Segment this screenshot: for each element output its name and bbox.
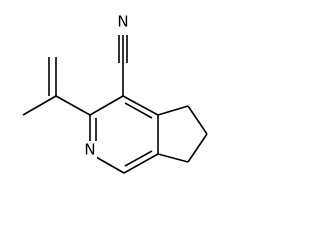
chemical-structure: N N — [22, 13, 208, 174]
bond-c1-n2 — [95, 156, 125, 174]
bond-vinyl-methyl — [22, 95, 57, 116]
bond-c5-c6 — [187, 105, 208, 135]
bond-c6-c7 — [187, 133, 208, 163]
nitrile-group: N — [117, 13, 129, 96]
ring-nitrogen-label-bg — [83, 141, 97, 159]
bond-c3-c4 — [89, 95, 124, 116]
bond-c4a-c5 — [157, 105, 189, 116]
bond-c7a-c1-inner — [124, 150, 153, 167]
cyclopentane-ring — [157, 105, 208, 163]
nitrile-nitrogen-label: N — [117, 13, 128, 31]
pyridine-ring: N — [83, 95, 159, 174]
bond-c7-c7a — [157, 153, 189, 163]
bond-c4-c4a-inner — [124, 102, 153, 119]
ring-nitrogen-label: N — [84, 141, 95, 159]
bond-c7a-c1 — [123, 153, 159, 174]
isopropenyl-group — [22, 57, 91, 116]
bond-c4-c4a — [122, 95, 159, 116]
bond-c3-vinyl-carbon — [55, 95, 91, 116]
